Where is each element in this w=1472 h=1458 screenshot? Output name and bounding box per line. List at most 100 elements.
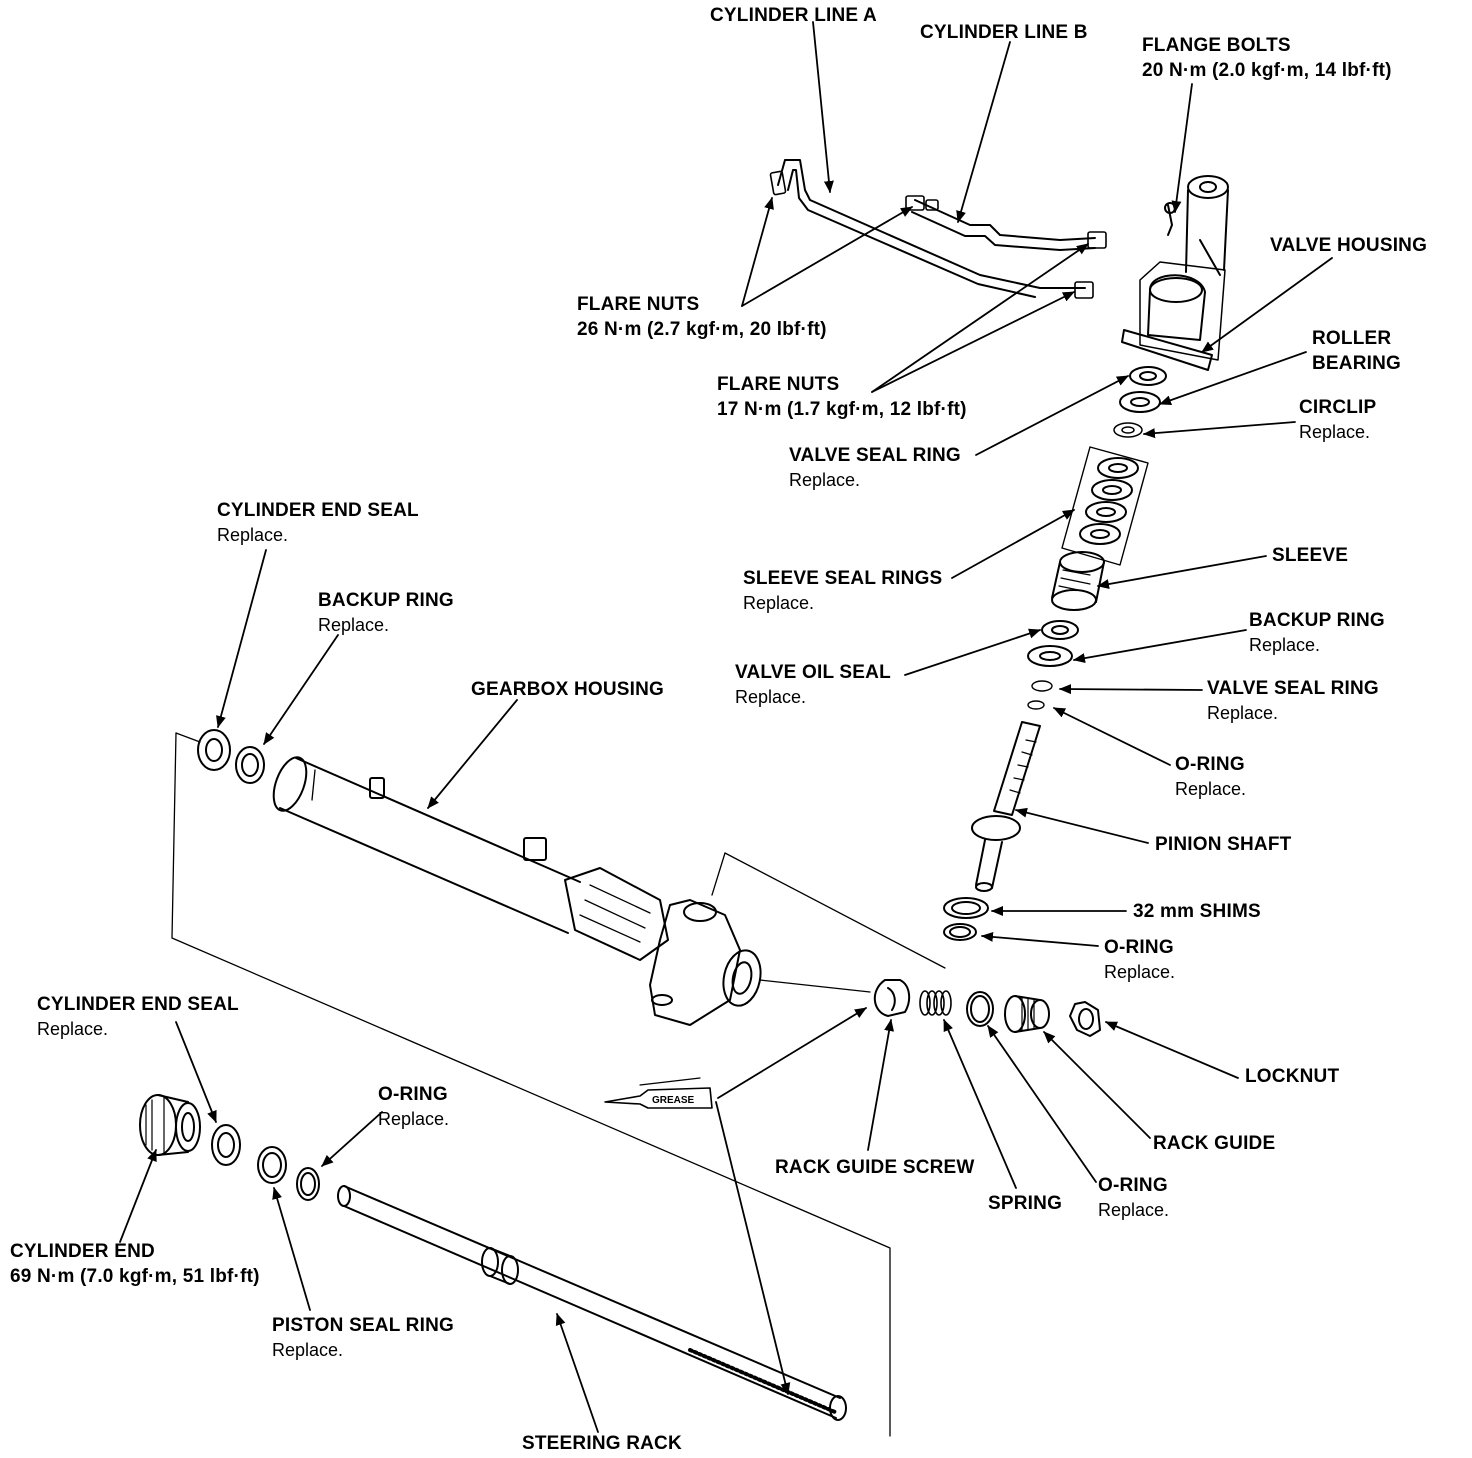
sleeve-label: SLEEVE: [1272, 543, 1348, 568]
valve-housing-part: [1121, 175, 1229, 371]
label-name: CYLINDER LINE B: [920, 22, 1088, 43]
cylinder-end-seal-bottom-part: [211, 1124, 241, 1166]
locknut-label: LOCKNUT: [1245, 1064, 1339, 1089]
label-name: PISTON SEAL RING: [272, 1315, 454, 1336]
label-name-2: BEARING: [1312, 353, 1402, 374]
circlip-label: CIRCLIP Replace.: [1299, 395, 1376, 445]
cylinder-line-a-label: CYLINDER LINE A: [710, 3, 877, 28]
label-name: CYLINDER END: [10, 1241, 155, 1262]
label-torque: 20 N·m (2.0 kgf·m, 14 lbf·ft): [1142, 60, 1392, 81]
label-name: VALVE HOUSING: [1270, 235, 1428, 256]
o-ring-left-part: [296, 1167, 320, 1201]
sleeve-seal-rings-label: SLEEVE SEAL RINGS Replace.: [743, 566, 942, 616]
label-note: Replace.: [735, 687, 807, 707]
label-torque: 26 N·m (2.7 kgf·m, 20 lbf·ft): [577, 319, 827, 340]
steering-rack-label: STEERING RACK: [522, 1431, 682, 1456]
gearbox-housing-label: GEARBOX HOUSING: [471, 677, 664, 702]
grease-tube-label: GREASE: [652, 1095, 695, 1106]
piston-seal-ring-part: [257, 1146, 287, 1184]
label-note: Replace.: [272, 1340, 344, 1360]
cylinder-end-seal-top-label: CYLINDER END SEAL Replace.: [217, 498, 419, 548]
o-ring-shim-label: O-RING Replace.: [1104, 935, 1175, 985]
label-note: Replace.: [1104, 962, 1176, 982]
sleeve-part: [1051, 551, 1105, 611]
label-name: PINION SHAFT: [1155, 834, 1292, 855]
cylinder-end-seal-bottom-label: CYLINDER END SEAL Replace.: [37, 992, 239, 1042]
cylinder-line-b-label: CYLINDER LINE B: [920, 20, 1088, 45]
label-name: RACK GUIDE SCREW: [775, 1157, 975, 1178]
label-torque: 69 N·m (7.0 kgf·m, 51 lbf·ft): [10, 1266, 260, 1287]
label-note: Replace.: [1207, 703, 1279, 723]
valve-oil-seal-label: VALVE OIL SEAL Replace.: [735, 660, 891, 710]
flare-nuts-26-label: FLARE NUTS 26 N·m (2.7 kgf·m, 20 lbf·ft): [577, 292, 827, 342]
label-note: Replace.: [1299, 422, 1371, 442]
label-name: O-RING: [378, 1084, 448, 1105]
label-name: FLANGE BOLTS: [1142, 35, 1291, 56]
backup-ring-left-label: BACKUP RING Replace.: [318, 588, 454, 638]
flange-bolts-label: FLANGE BOLTS 20 N·m (2.0 kgf·m, 14 lbf·f…: [1142, 33, 1392, 83]
label-name: CYLINDER LINE A: [710, 5, 877, 26]
label-name: FLARE NUTS: [717, 374, 840, 395]
piston-seal-ring-label: PISTON SEAL RING Replace.: [272, 1313, 454, 1363]
label-name: VALVE SEAL RING: [1207, 678, 1379, 699]
valve-housing-label: VALVE HOUSING: [1270, 233, 1427, 258]
cylinder-line-a: [777, 159, 1086, 298]
label-name: VALVE OIL SEAL: [735, 662, 891, 683]
valve-seal-ring-part: [1027, 680, 1053, 710]
label-name: BACKUP RING: [318, 590, 454, 611]
rack-guide-screw-part: [873, 979, 911, 1017]
o-ring-guide-label: O-RING Replace.: [1098, 1173, 1169, 1223]
label-torque: 17 N·m (1.7 kgf·m, 12 lbf·ft): [717, 399, 967, 420]
circlip-part: [1113, 422, 1143, 438]
label-note: Replace.: [1249, 635, 1321, 655]
label-name: O-RING: [1098, 1175, 1168, 1196]
steering-rack-part: [337, 1185, 847, 1421]
label-note: Replace.: [378, 1109, 450, 1129]
cylinder-end-label: CYLINDER END 69 N·m (7.0 kgf·m, 51 lbf·f…: [10, 1239, 260, 1289]
label-name: BACKUP RING: [1249, 610, 1385, 631]
assembly-outline-lines: [171, 732, 946, 1437]
valve-oil-seal-part: [1041, 620, 1079, 640]
roller-bearing-part: [1119, 366, 1167, 413]
rack-guide-label: RACK GUIDE: [1153, 1131, 1275, 1156]
shims-part: [943, 897, 989, 941]
label-note: Replace.: [1098, 1200, 1170, 1220]
rack-guide-part: [1004, 995, 1050, 1033]
label-name: STEERING RACK: [522, 1433, 682, 1454]
spring-part: [919, 990, 952, 1016]
label-name: SPRING: [988, 1193, 1063, 1214]
rack-guide-screw-label: RACK GUIDE SCREW: [775, 1155, 975, 1180]
valve-seal-ring-right-label: VALVE SEAL RING Replace.: [1207, 676, 1379, 726]
cylinder-end-seal-top-part: [197, 729, 231, 771]
roller-bearing-label: ROLLER BEARING: [1312, 326, 1401, 376]
label-name: LOCKNUT: [1245, 1066, 1340, 1087]
label-note: Replace.: [318, 615, 390, 635]
pinion-shaft-part: [971, 721, 1041, 892]
sleeve-seal-rings-box: [1061, 446, 1149, 566]
cylinder-line-b: [911, 199, 1096, 251]
grease-tube-part: [604, 1077, 713, 1109]
valve-seal-ring-top-label: VALVE SEAL RING Replace.: [789, 443, 961, 493]
label-note: Replace.: [789, 470, 861, 490]
label-note: Replace.: [37, 1019, 109, 1039]
label-name: O-RING: [1175, 754, 1245, 775]
label-name: VALVE SEAL RING: [789, 445, 961, 466]
label-note: Replace.: [743, 593, 815, 613]
label-name: RACK GUIDE: [1153, 1133, 1276, 1154]
o-ring-left-label: O-RING Replace.: [378, 1082, 449, 1132]
label-name: ROLLER: [1312, 328, 1392, 349]
label-note: Replace.: [1175, 779, 1247, 799]
label-name: O-RING: [1104, 937, 1174, 958]
label-name: SLEEVE SEAL RINGS: [743, 568, 943, 589]
gearbox-housing-part: [272, 756, 871, 1026]
backup-ring-right-part: [1027, 645, 1073, 667]
label-name: 32 mm SHIMS: [1133, 901, 1261, 922]
locknut-part: [1069, 1001, 1101, 1037]
label-name: FLARE NUTS: [577, 294, 700, 315]
leader-arrows: [119, 21, 1333, 1433]
backup-ring-left-part: [235, 746, 265, 784]
backup-ring-right-label: BACKUP RING Replace.: [1249, 608, 1385, 658]
o-ring-guide-part: [966, 991, 994, 1027]
spring-label: SPRING: [988, 1191, 1062, 1216]
